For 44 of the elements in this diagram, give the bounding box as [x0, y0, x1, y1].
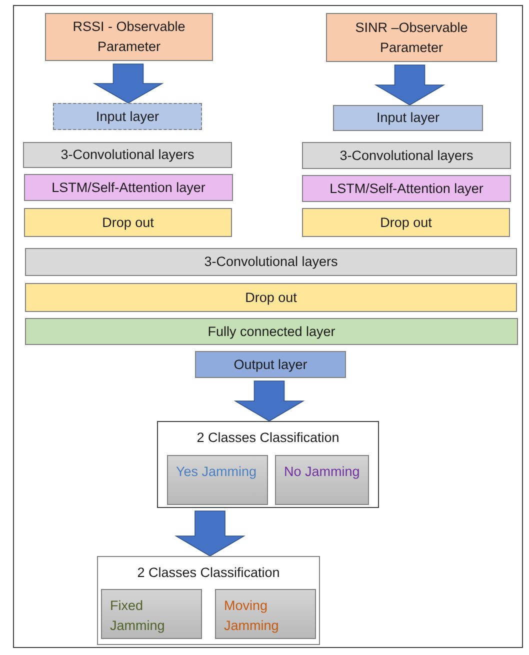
box-label: Drop out [380, 214, 432, 232]
box-label: RSSI - Observable Parameter [72, 18, 186, 56]
box-label: 3-Convolutional layers [204, 253, 338, 271]
layer-box [25, 318, 518, 345]
layer-box [333, 105, 483, 131]
class-box [167, 455, 268, 505]
box-label: Drop out [245, 288, 297, 307]
box-label: Yes Jamming [176, 463, 257, 481]
layer-box [195, 351, 346, 378]
class-box [215, 589, 316, 639]
layer-box [53, 103, 202, 130]
input-parameter-box [326, 13, 497, 62]
box-label: LSTM/Self-Attention layer [330, 180, 484, 198]
layer-box [25, 248, 517, 276]
box-label: 3-Convolutional layers [340, 146, 474, 165]
panel-title: 2 Classes Classification [137, 564, 280, 582]
block-arrow [234, 380, 305, 422]
box-label: Drop out [102, 214, 154, 232]
box-label: Input layer [96, 108, 160, 126]
layer-box [24, 208, 232, 237]
box-label: No Jamming [284, 463, 360, 481]
class-box [101, 589, 202, 639]
class-box [275, 455, 369, 505]
layer-box [24, 174, 233, 201]
layer-box [302, 142, 511, 169]
box-label: Input layer [376, 109, 440, 127]
panel-title: 2 Classes Classification [196, 429, 340, 447]
layer-box [23, 142, 232, 168]
input-parameter-box [45, 13, 213, 61]
classification-panel [157, 421, 379, 508]
layer-box [302, 208, 510, 237]
box-label: 3-Convolutional layers [60, 146, 194, 164]
box-label: Moving Jamming [224, 597, 280, 635]
box-label: Fixed Jamming [110, 597, 166, 635]
box-label: Output layer [234, 356, 308, 374]
layer-box [25, 283, 517, 312]
layer-box [302, 175, 511, 202]
box-label: Fully connected layer [208, 322, 336, 341]
box-label: LSTM/Self-Attention layer [52, 178, 206, 197]
block-arrow [374, 64, 446, 106]
block-arrow [92, 64, 164, 104]
block-arrow [174, 510, 246, 556]
box-label: SINR –Observable Parameter [354, 18, 469, 56]
classification-panel [97, 556, 320, 645]
